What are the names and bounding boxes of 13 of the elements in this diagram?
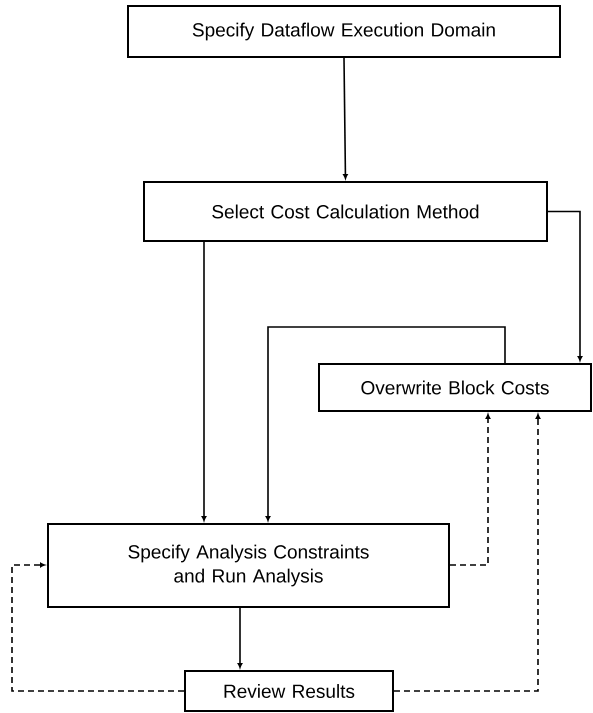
arrow xyxy=(266,326,506,522)
process-box: Review Results xyxy=(184,670,394,712)
arrow xyxy=(238,608,242,668)
process-box: Specify Dataflow Execution Domain xyxy=(127,5,561,58)
arrow xyxy=(394,414,540,692)
process-box: Overwrite Block Costs xyxy=(318,363,592,412)
process-box: Select Cost Calculation Method xyxy=(143,181,548,242)
arrow xyxy=(343,58,348,180)
process-box: Specify Analysis Constraints and Run Analysis xyxy=(47,523,450,608)
arrow xyxy=(548,210,582,362)
arrow xyxy=(11,562,184,692)
arrow xyxy=(450,414,490,566)
arrow xyxy=(202,242,206,522)
